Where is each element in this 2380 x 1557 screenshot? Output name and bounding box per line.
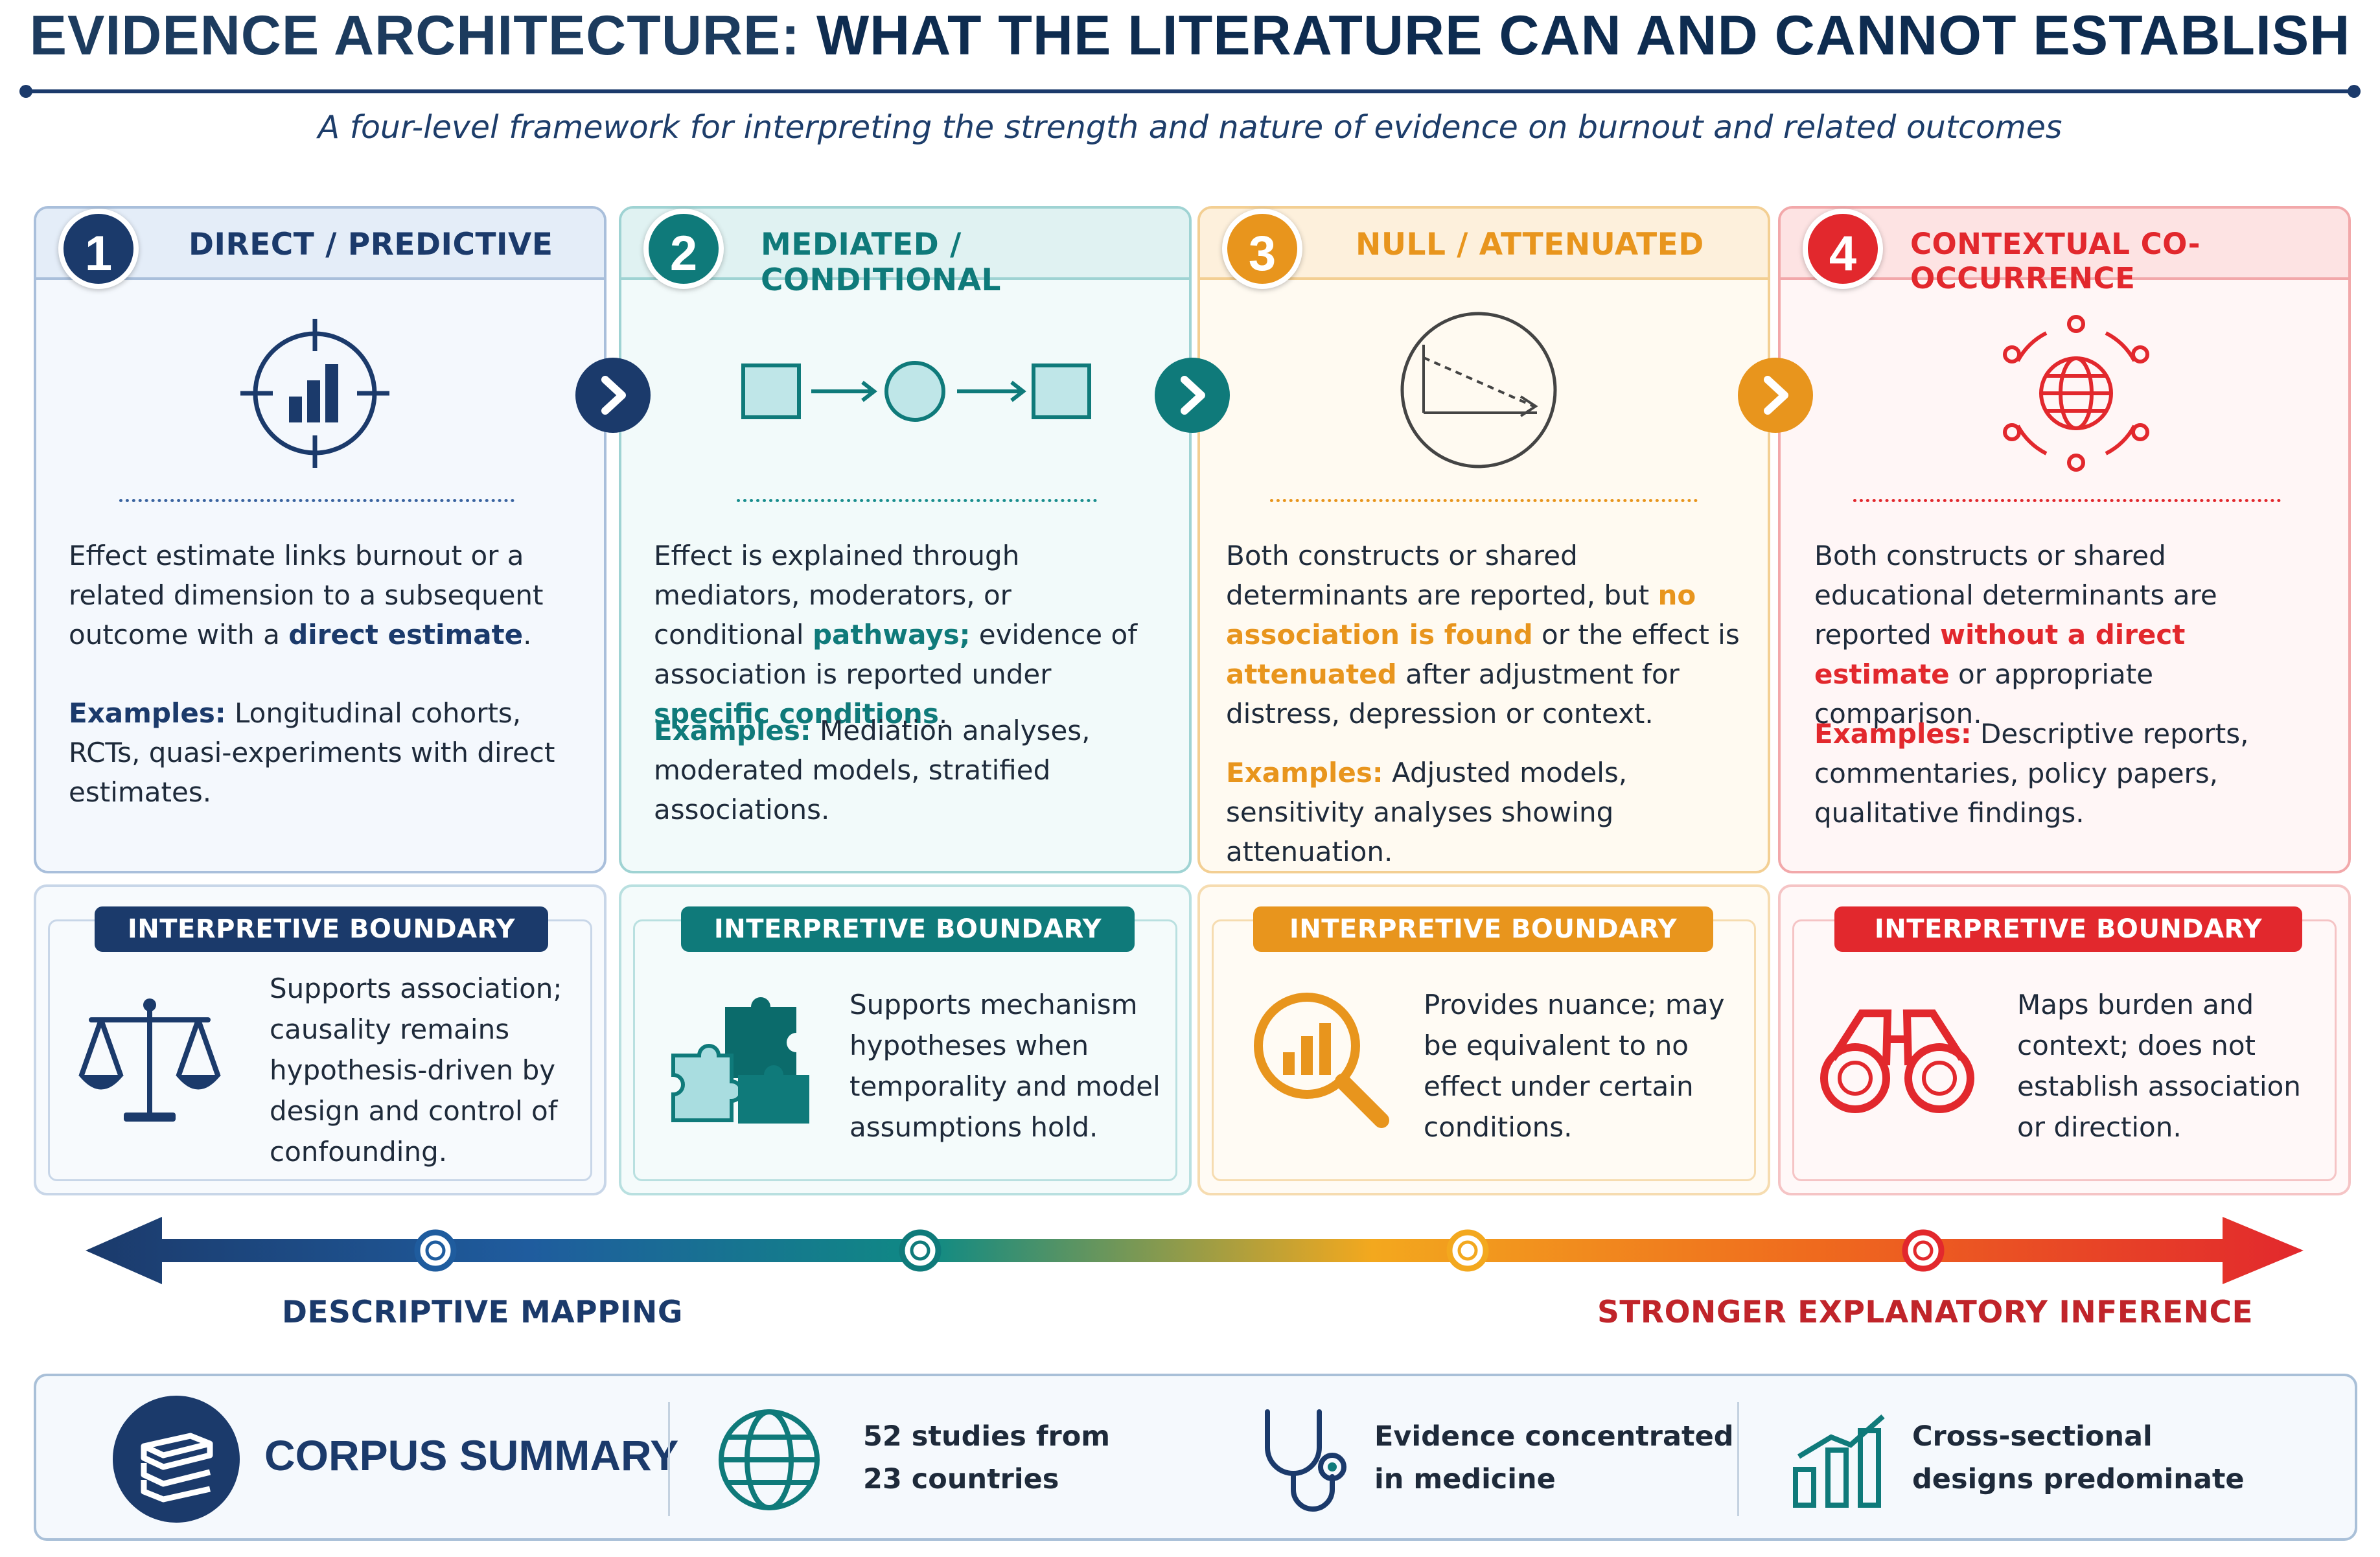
spectrum-left-label: DESCRIPTIVE MAPPING [282,1295,683,1330]
title-rule [19,85,2361,98]
next-arrow-icon [1155,358,1230,433]
boundary-label-4: INTERPRETIVE BOUNDARY [1834,906,2302,952]
level-description-2: Effect is explained through mediators, m… [654,540,1137,730]
boundary-text-2: Supports mechanism hypotheses when tempo… [849,989,1161,1143]
boundary-text-1: Supports association; causality remains … [270,973,562,1168]
next-arrow-icon [575,358,651,433]
puzzle-icon [660,994,822,1133]
corpus-item-3: Cross-sectional designs predominate [1912,1420,2245,1495]
globe-network-icon [1781,299,2348,487]
level-card-1: 1 DIRECT / PREDICTIVE Effect estimate li… [34,206,607,873]
next-arrow-icon [1738,358,1813,433]
divider [668,1402,670,1516]
divider [737,499,1097,502]
boundary-label-1: INTERPRETIVE BOUNDARY [95,906,548,952]
divider [1737,1402,1739,1516]
globe-icon [714,1405,824,1517]
level-badge-4: 4 [1803,209,1883,289]
level-title-4: CONTEXTUAL CO-OCCURRENCE [1910,227,2201,295]
level-examples-3: Examples: Adjusted models, sensitivity a… [1226,757,1628,868]
level-card-4: 4 CONTEXTUAL CO-OCCURRENCE Both construc… [1778,206,2351,873]
divider [119,499,514,502]
corpus-summary-panel: CORPUS SUMMARY 52 studies from 23 countr… [34,1374,2357,1541]
level-card-3: 3 NULL / ATTENUATED Both constructs or s… [1197,206,1770,873]
level-title-1: DIRECT / PREDICTIVE [189,227,553,262]
level-badge-2: 2 [643,209,724,289]
scales-icon [72,991,227,1136]
subtitle: A four-level framework for interpreting … [318,109,2062,146]
level-badge-1: 1 [58,209,139,289]
level-header-4: 4 CONTEXTUAL CO-OCCURRENCE [1781,209,2348,295]
level-description-4: Both constructs or shared educational de… [1814,540,2217,730]
level-examples-4: Examples: Descriptive reports, commentar… [1814,718,2249,829]
binoculars-icon [1816,994,1978,1126]
level-title-3: NULL / ATTENUATED [1356,227,1704,262]
boundary-card-2: INTERPRETIVE BOUNDARY Supports mechanism… [619,884,1192,1195]
level-title-2: MEDIATED / CONDITIONAL [761,227,1001,298]
divider [1853,499,2281,502]
spectrum-right-label: STRONGER EXPLANATORY INFERENCE [1597,1295,2254,1330]
boundary-label-3: INTERPRETIVE BOUNDARY [1253,906,1713,952]
corpus-item-2: Evidence concentrated in medicine [1374,1420,1734,1495]
boundary-card-4: INTERPRETIVE BOUNDARY Maps burden and co… [1778,884,2351,1195]
title-part-2: WHAT THE LITERATURE CAN AND CANNOT ESTAB… [816,5,2351,67]
magnifier-chart-icon [1245,984,1401,1136]
evidence-spectrum [0,1205,2380,1296]
level-header-2: 2 MEDIATED / CONDITIONAL [621,209,1189,298]
divider [1270,499,1698,502]
corpus-item-1: 52 studies from 23 countries [863,1420,1111,1495]
level-badge-3: 3 [1222,209,1302,289]
level-card-2: 2 MEDIATED / CONDITIONAL Effect is expla… [619,206,1192,873]
level-description-1: Effect estimate links burnout or a relat… [69,540,544,651]
target-chart-icon [36,299,604,487]
pathway-icon [621,299,1189,487]
stethoscope-icon [1248,1402,1358,1521]
level-header-3: 3 NULL / ATTENUATED [1200,209,1768,289]
bar-chart-icon [1786,1405,1896,1517]
boundary-card-3: INTERPRETIVE BOUNDARY Provides nuance; m… [1197,884,1770,1195]
title-part-1: EVIDENCE ARCHITECTURE: [29,5,801,67]
page-title: EVIDENCE ARCHITECTURE: WHAT THE LITERATU… [0,4,2380,68]
attenuation-icon [1200,299,1768,487]
corpus-title: CORPUS SUMMARY [264,1431,679,1479]
level-description-3: Both constructs or shared determinants a… [1226,540,1740,730]
books-icon [113,1396,240,1523]
boundary-label-2: INTERPRETIVE BOUNDARY [681,906,1135,952]
boundary-text-3: Provides nuance; may be equivalent to no… [1424,989,1725,1143]
level-examples-1: Examples: Longitudinal cohorts, RCTs, qu… [69,697,555,808]
level-header-1: 1 DIRECT / PREDICTIVE [36,209,604,289]
level-examples-2: Examples: Mediation analyses, moderated … [654,715,1091,825]
boundary-card-1: INTERPRETIVE BOUNDARY Supports associati… [34,884,607,1195]
spectrum-marker [414,1229,1945,1272]
boundary-text-4: Maps burden and context; does not establ… [2017,989,2301,1143]
